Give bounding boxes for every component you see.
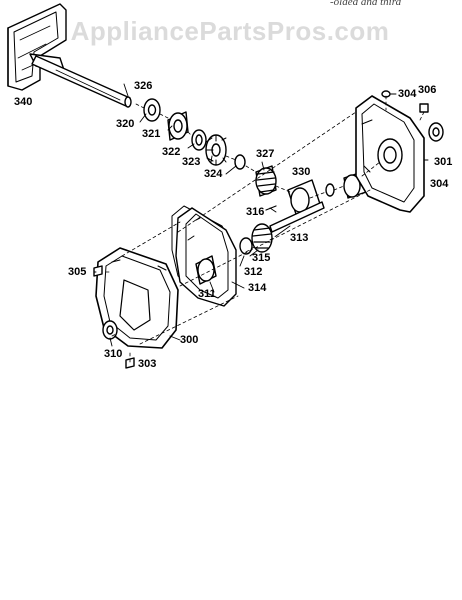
callout-327: 327 [256, 148, 275, 160]
callout-322: 322 [162, 146, 181, 158]
callout-303: 303 [138, 358, 157, 370]
auger-bearing [167, 111, 189, 141]
side-washer [428, 122, 444, 142]
callout-306: 306 [418, 84, 437, 96]
callout-304-top: 304 [398, 88, 417, 100]
right-gearcase-housing [355, 95, 425, 213]
callout-321: 321 [142, 128, 161, 140]
callout-304-side: 304 [430, 178, 449, 190]
worm-gear [255, 165, 277, 197]
left-gearcase-housing [95, 247, 179, 349]
bevel-gear [205, 134, 227, 166]
callout-340: 340 [14, 96, 33, 108]
callout-300: 300 [180, 334, 199, 346]
callout-310: 310 [104, 348, 123, 360]
key-washer [234, 154, 246, 170]
vent-plug [419, 103, 429, 113]
callout-leader-lines [93, 83, 429, 347]
assembly-guide-lines [105, 95, 425, 363]
spacer-ring [191, 129, 207, 151]
auger-mount-bracket [7, 3, 67, 91]
callout-324: 324 [204, 168, 223, 180]
callout-315: 315 [252, 252, 271, 264]
center-gearcase-housing [175, 207, 237, 307]
callout-320: 320 [116, 118, 135, 130]
retaining-ring [325, 183, 335, 197]
top-note: -olded and third [330, 0, 402, 8]
auger-shaft [31, 55, 132, 108]
bottom-washer [102, 320, 118, 340]
callout-314: 314 [248, 282, 267, 294]
callout-301: 301 [434, 156, 453, 168]
callout-326: 326 [134, 80, 153, 92]
drain-screw [125, 357, 135, 369]
callout-330: 330 [292, 166, 311, 178]
pinion-gear [251, 223, 273, 253]
worm-shaft [269, 201, 325, 233]
thrust-washer [143, 98, 161, 122]
housing-bolt-left [93, 265, 103, 277]
roll-pin [265, 205, 277, 211]
callout-316: 316 [246, 206, 265, 218]
callout-312: 312 [244, 266, 263, 278]
callout-311: 311 [198, 288, 216, 300]
oil-seal [239, 237, 253, 255]
callout-305: 305 [68, 266, 87, 278]
callout-323: 323 [182, 156, 201, 168]
callout-313: 313 [290, 232, 309, 244]
